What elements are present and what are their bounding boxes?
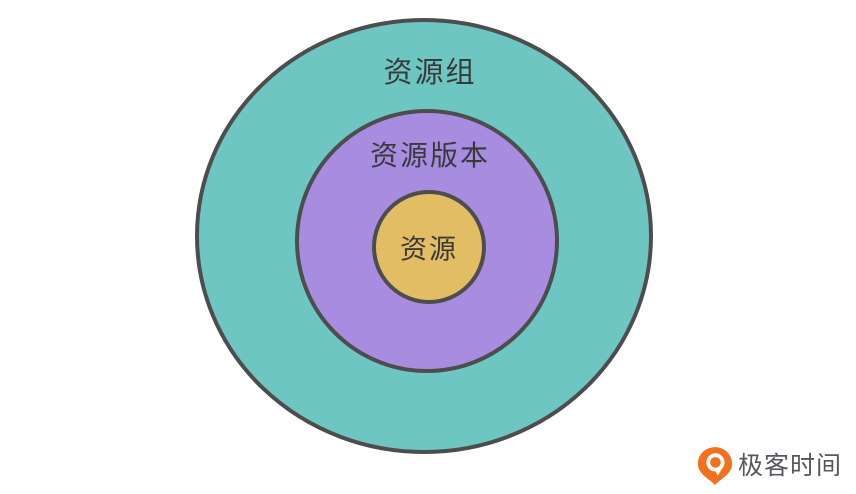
inner-circle-label: 资源: [400, 234, 458, 265]
geektime-logo: 极客时间: [697, 446, 842, 486]
middle-circle-label: 资源版本: [369, 140, 491, 171]
pin-arrow: [714, 469, 722, 476]
pin-shape: [697, 447, 733, 485]
geektime-logo-text: 极客时间: [737, 451, 842, 480]
inner-circle-resource: [372, 190, 486, 304]
outer-circle-label: 资源组: [383, 57, 477, 89]
geektime-pin-icon: [697, 447, 733, 485]
